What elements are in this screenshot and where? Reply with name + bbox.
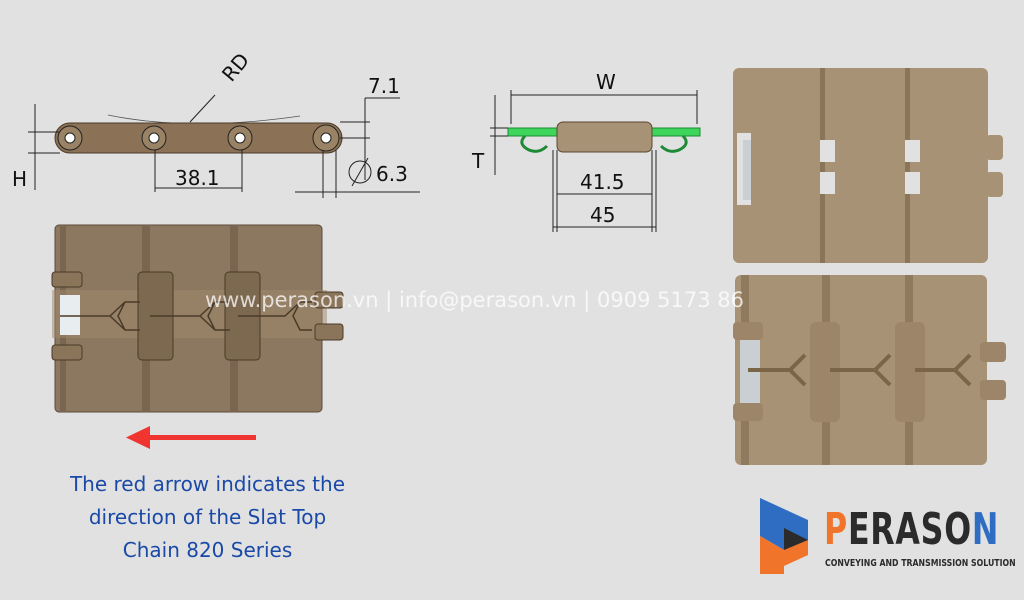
- chain-bottom-view-3d: [733, 275, 1006, 465]
- rd-label: RD: [217, 48, 254, 86]
- pin-diameter-dimension: 6.3: [376, 162, 408, 186]
- thickness-label: T: [471, 149, 485, 173]
- brand-tagline: CONVEYING AND TRANSMISSION SOLUTION: [825, 558, 1016, 569]
- brand-letter-p: P: [824, 504, 848, 555]
- direction-arrow: [126, 426, 256, 449]
- brand-letter-n: N: [971, 504, 1000, 555]
- brand-name: PERASON: [824, 506, 999, 554]
- bottom-view: [51, 224, 344, 413]
- pitch-dimension: 38.1: [175, 166, 220, 190]
- width-label: W: [596, 70, 616, 94]
- perason-logo-icon: [760, 498, 808, 574]
- caption: The red arrow indicates the direction of…: [40, 468, 375, 567]
- caption-line: direction of the Slat Top: [88, 505, 327, 529]
- caption-line: Chain 820 Series: [122, 538, 293, 562]
- end-view: [490, 90, 701, 232]
- watermark: www.perason.vn | info@perason.vn | 0909 …: [205, 288, 744, 312]
- h-label: H: [12, 167, 27, 191]
- outer-width-dimension: 45: [590, 203, 615, 227]
- brand-letters-mid: ERASO: [847, 504, 972, 555]
- side-view: [28, 94, 420, 198]
- inner-width-dimension: 41.5: [580, 170, 625, 194]
- chain-top-view-3d: [733, 68, 1003, 263]
- caption-line: The red arrow indicates the: [69, 472, 346, 496]
- top-dimension: 7.1: [368, 74, 400, 98]
